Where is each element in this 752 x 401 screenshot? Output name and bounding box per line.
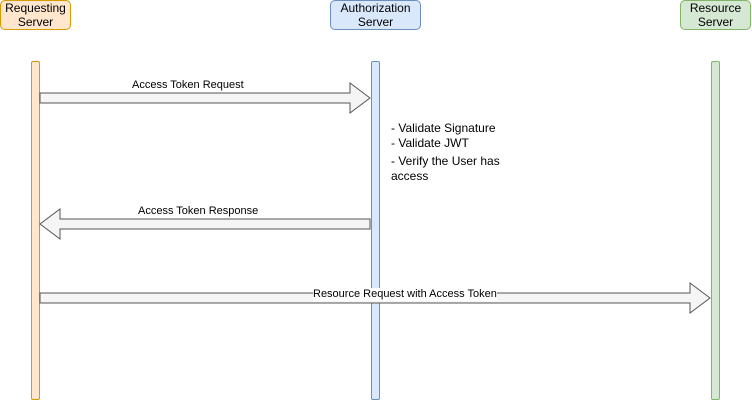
lifeline-authorization-server xyxy=(371,61,380,400)
note-validate-signature: - Validate Signature xyxy=(391,121,496,135)
actor-authorization-server: Authorization Server xyxy=(330,0,421,30)
actor-requesting-server: Requesting Server xyxy=(0,0,71,30)
arrow-access-token-response xyxy=(39,208,371,240)
note-verify-user: - Verify the User has xyxy=(391,154,500,168)
arrow-access-token-request xyxy=(39,82,371,114)
actor-resource-server: Resource Server xyxy=(680,0,751,30)
lifeline-requesting-server xyxy=(31,61,40,400)
message-label-access-token-request: Access Token Request xyxy=(132,79,244,91)
note-validate-jwt: - Validate JWT xyxy=(391,136,469,150)
message-label-access-token-response: Access Token Response xyxy=(138,205,259,217)
lifeline-resource-server xyxy=(711,61,720,400)
note-access: access xyxy=(391,169,429,183)
message-label-resource-request: Resource Request with Access Token xyxy=(313,288,497,301)
